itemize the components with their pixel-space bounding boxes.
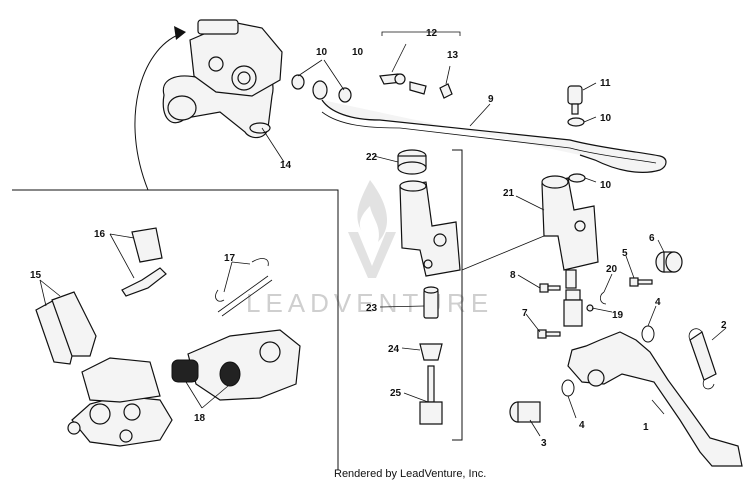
master-cylinder-body [399, 180, 461, 277]
return-spring [688, 328, 717, 390]
callout-12: 12 [426, 28, 438, 39]
dust-boot [419, 343, 443, 361]
callout-10-right-lower: 10 [600, 180, 612, 191]
inset-arrow [134, 33, 181, 191]
brake-pedal [567, 331, 743, 467]
callout-14: 14 [280, 160, 292, 171]
callout-22: 22 [366, 152, 378, 163]
callout-4-lower: 4 [579, 420, 585, 431]
callout-5: 5 [622, 248, 628, 259]
pedal-pivot-bolt [509, 401, 541, 423]
callout-16: 16 [94, 229, 106, 240]
callout-10-left: 10 [316, 47, 328, 58]
o-ring-upper [641, 325, 655, 343]
callout-2: 2 [721, 320, 727, 331]
leader-lines [39, 31, 727, 437]
crush-washer-4 [568, 173, 586, 183]
callout-4-upper: 4 [655, 297, 661, 308]
banjo-fitting [312, 80, 328, 100]
brake-hose [321, 99, 667, 173]
callout-15: 15 [30, 270, 42, 281]
arrow-head-icon [174, 26, 186, 40]
pivot-bolt-5 [629, 277, 653, 287]
push-rod [419, 365, 443, 425]
callout-10-center: 10 [352, 47, 364, 58]
watermark-v-mark [348, 232, 396, 278]
callout-18: 18 [194, 413, 206, 424]
watermark-text: LEADVENTURE [246, 288, 493, 318]
crush-washer-2 [338, 87, 352, 103]
callout-25: 25 [390, 388, 402, 399]
crush-washer-1 [291, 74, 305, 90]
reservoir-cap [397, 149, 427, 175]
crush-washer-3 [567, 117, 585, 127]
callout-10-right-upper: 10 [600, 113, 612, 124]
callout-1: 1 [643, 422, 649, 433]
callout-7: 7 [522, 308, 528, 319]
master-cylinder-bracket [452, 149, 463, 441]
callout-19: 19 [612, 310, 624, 321]
pad-retaining-clip [121, 227, 167, 297]
exploded-caliper [67, 329, 301, 447]
callout-24: 24 [388, 344, 400, 355]
brake-hose-inner [321, 111, 657, 164]
callout-11: 11 [600, 78, 611, 89]
callout-21: 21 [503, 188, 515, 199]
leadventure-watermark: LEADVENTURE [246, 180, 493, 318]
piston [423, 286, 439, 319]
assembly-link-line [461, 235, 545, 271]
callout-17: 17 [224, 253, 236, 264]
mounting-bolt-7 [537, 329, 561, 339]
mounting-bolt-8 [539, 283, 561, 293]
callout-23: 23 [366, 303, 378, 314]
caliper-bracket-assembly [162, 19, 283, 139]
pedal-pivot-hole [587, 369, 605, 387]
pad-pin [215, 258, 273, 317]
clevis [563, 289, 583, 327]
brake-pads [35, 291, 97, 365]
callout-8: 8 [510, 270, 516, 281]
master-cylinder-assembly [541, 175, 599, 289]
pivot-spacer [655, 251, 683, 273]
callout-3: 3 [541, 438, 547, 449]
callout-13: 13 [447, 50, 459, 61]
bleeder-screw-assembly [379, 73, 453, 99]
callout-20: 20 [606, 264, 618, 275]
callout-9: 9 [488, 94, 494, 105]
callout-6: 6 [649, 233, 655, 244]
inset-frame [12, 189, 339, 470]
banjo-bolt [567, 85, 583, 115]
o-ring-lower [561, 379, 575, 397]
cotter-pin [600, 291, 607, 305]
callout-labels: 1 2 3 4 4 5 6 7 8 9 10 10 10 10 11 12 13… [30, 28, 727, 449]
render-credit: Rendered by LeadVenture, Inc. [334, 468, 487, 480]
watermark-flame-mark [357, 180, 388, 242]
